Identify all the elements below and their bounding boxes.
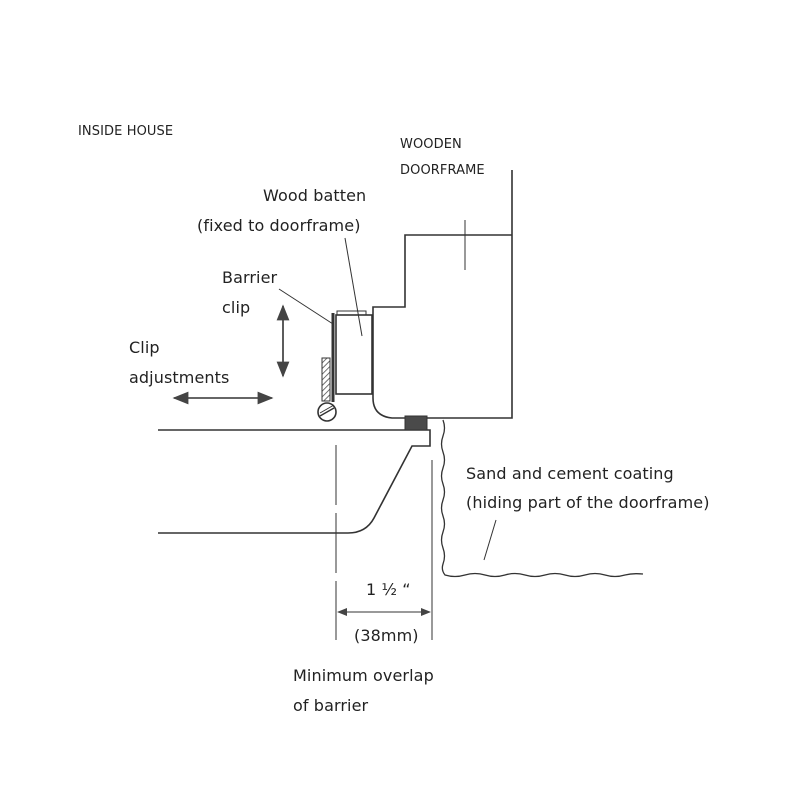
doorframe-label-1: WOODEN (400, 137, 462, 152)
adjust-label-1: Clip (129, 338, 160, 357)
coating-label-1: Sand and cement coating (466, 464, 674, 483)
rubber-seal (404, 415, 428, 431)
clip-label-1: Barrier (222, 268, 278, 287)
adjust-label-2: adjustments (129, 368, 230, 387)
clip-label-2: clip (222, 298, 251, 317)
dimension-metric: (38mm) (354, 626, 419, 645)
batten-leader (344, 237, 363, 337)
wooden-doorframe (372, 170, 513, 419)
adjustment-screw (321, 357, 331, 402)
sand-cement-coating (440, 419, 644, 578)
batten-label-2: (fixed to doorframe) (197, 216, 361, 235)
overlap-label-2: of barrier (293, 696, 369, 715)
clip-leader (278, 288, 334, 325)
batten-label-1: Wood batten (263, 186, 367, 205)
wood-batten (335, 314, 373, 395)
dimension-imperial: 1 ½ “ (366, 580, 411, 599)
coating-label-2: (hiding part of the doorframe) (466, 493, 710, 512)
batten-cap (336, 310, 367, 316)
flood-barrier (158, 429, 431, 534)
overlap-label-1: Minimum overlap (293, 666, 434, 685)
doorframe-label-2: DOORFRAME (400, 163, 485, 178)
inside-house-label: INSIDE HOUSE (78, 124, 174, 139)
coating-leader (483, 519, 497, 561)
